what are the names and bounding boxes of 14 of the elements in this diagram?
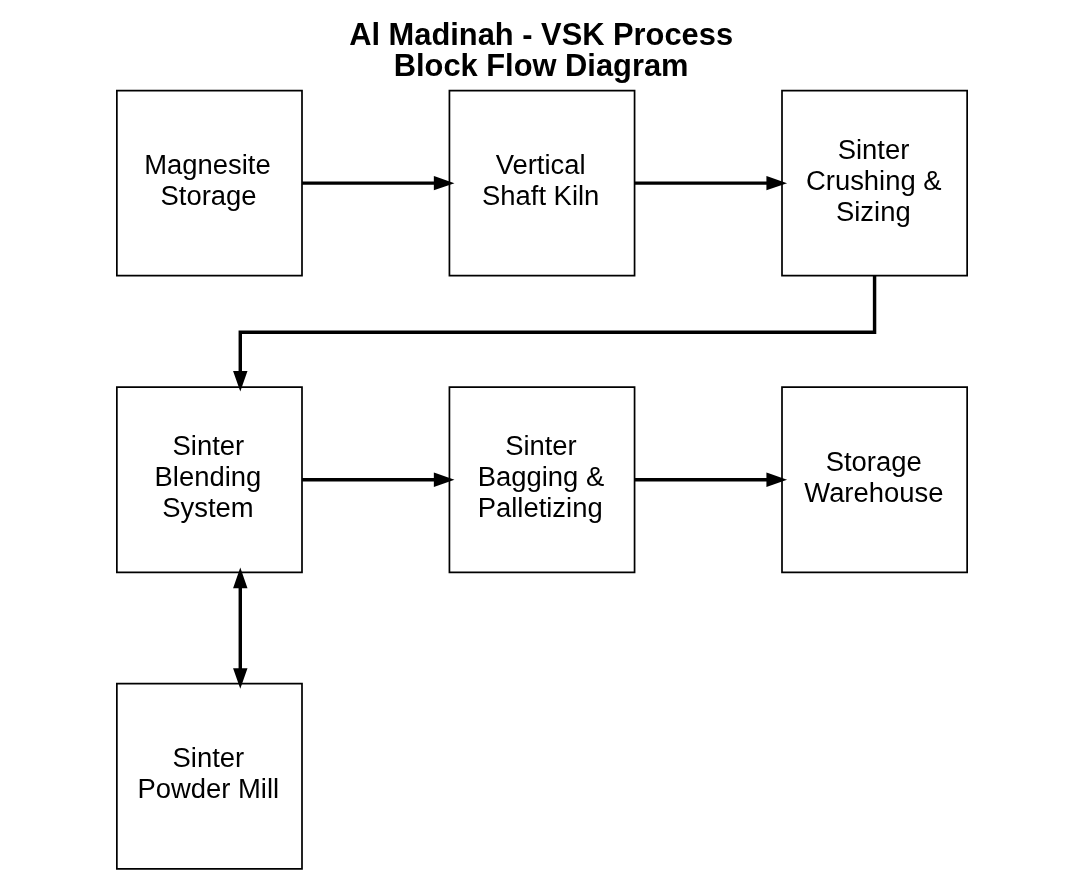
- arrow: [232, 567, 247, 689]
- node-box: Sinter Bagging & Palletizing: [448, 386, 635, 574]
- diagram-title: Al Madinah - VSK Process Block Flow Diagram: [348, 16, 733, 83]
- node-box: Sinter Blending System: [115, 386, 303, 574]
- arrow: [301, 175, 454, 191]
- arrow: [301, 472, 454, 487]
- node-box: Storage Warehouse: [780, 386, 968, 574]
- arrow: [232, 275, 876, 392]
- node-box: Magnesite Storage: [115, 89, 303, 277]
- arrow: [634, 472, 787, 487]
- arrow: [634, 175, 787, 191]
- node-box: Sinter Powder Mill: [115, 682, 303, 870]
- node-box: Sinter Crushing & Sizing: [780, 89, 968, 277]
- node-box: Vertical Shaft Kiln: [448, 89, 635, 277]
